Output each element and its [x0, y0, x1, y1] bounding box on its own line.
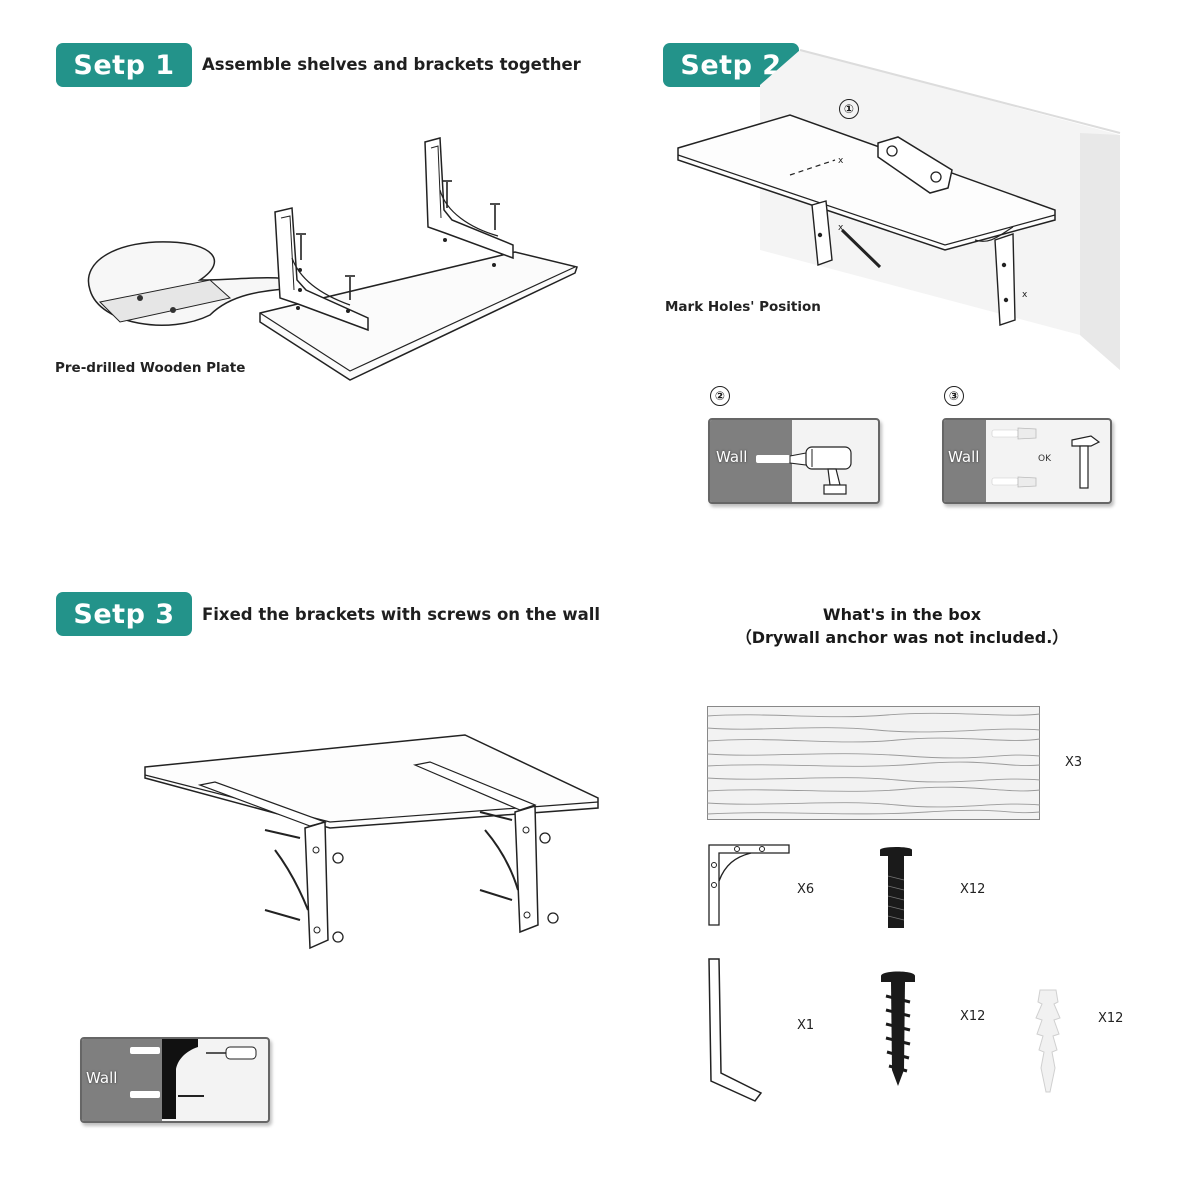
machine-screw-qty: X12	[960, 882, 986, 897]
step2-badge: Setp 2	[663, 43, 799, 87]
svg-text:x: x	[838, 223, 844, 233]
step2-marker-2: ②	[710, 386, 730, 406]
hammer-panel-ok-label: OK	[1038, 454, 1051, 464]
drill-panel-wall-label: Wall	[716, 448, 748, 466]
step1-badge: Setp 1	[56, 43, 192, 87]
drill-icon	[756, 446, 852, 495]
shelf-board-qty: X3	[1065, 755, 1083, 770]
bracket-image	[708, 844, 790, 926]
hammer-panel: Wall OK	[942, 418, 1112, 504]
hammer-icon	[1071, 435, 1101, 489]
hammer-panel-wall-label: Wall	[948, 448, 980, 466]
step2-caption: Mark Holes' Position	[665, 299, 821, 315]
wall-mount-panel: Wall	[80, 1037, 270, 1123]
drywall-anchor-qty: X12	[1098, 1011, 1124, 1026]
box-subtitle: （Drywall anchor was not included.）	[735, 628, 1069, 647]
wood-screw-qty: X12	[960, 1009, 986, 1024]
wood-screw-image	[881, 971, 915, 1086]
hex-key-qty: X1	[797, 1018, 815, 1033]
step3-mount-illustration	[144, 734, 599, 950]
wall-mount-panel-wall-label: Wall	[86, 1069, 118, 1087]
hex-key-image	[708, 958, 763, 1102]
step3-description: Fixed the brackets with screws on the wa…	[202, 605, 601, 624]
drywall-anchor-image	[1035, 989, 1061, 1093]
step2-marker-1: ①	[839, 99, 859, 119]
box-title: What's in the box	[822, 605, 982, 624]
machine-screw-image	[880, 847, 912, 928]
step1-caption: Pre-drilled Wooden Plate	[55, 360, 246, 376]
anchor-insert-illustration	[991, 427, 1037, 488]
step2-marker-3: ③	[944, 386, 964, 406]
shelf-board-image	[706, 706, 1041, 820]
step2-wall-illustration: x x x	[677, 49, 1121, 370]
svg-text:x: x	[838, 156, 844, 166]
step3-badge: Setp 3	[56, 592, 192, 636]
drill-panel: Wall	[708, 418, 880, 504]
screw-driving-illustration	[130, 1039, 257, 1119]
step1-assembly-illustration	[87, 137, 578, 381]
step1-description: Assemble shelves and brackets together	[202, 55, 581, 74]
bracket-qty: X6	[797, 882, 815, 897]
svg-text:x: x	[1022, 290, 1028, 300]
